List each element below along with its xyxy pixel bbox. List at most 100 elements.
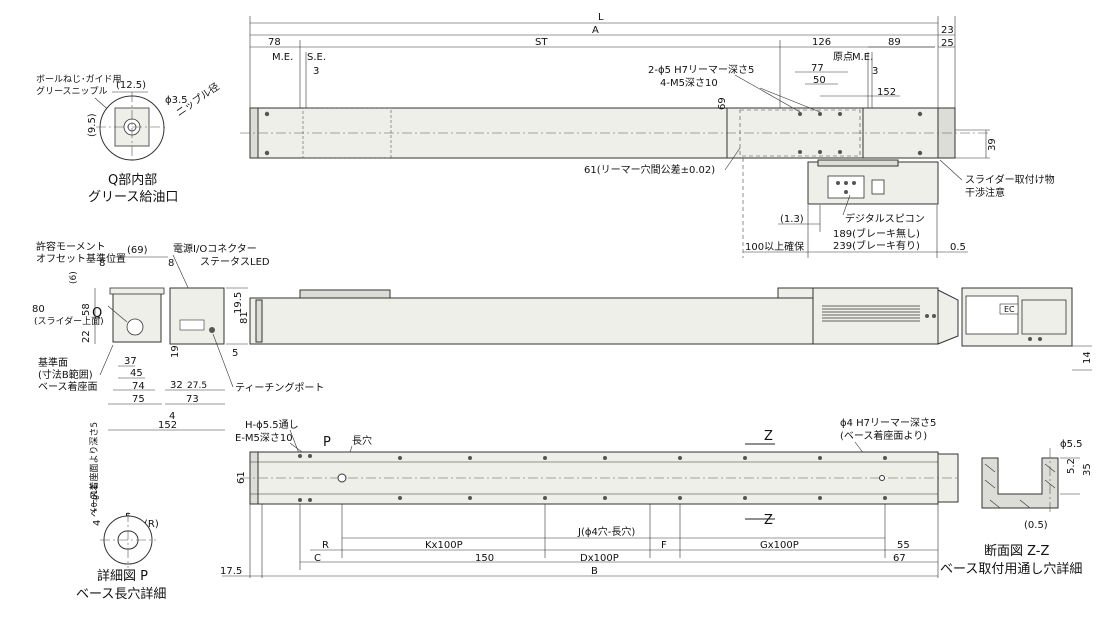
dim-50: 50 — [813, 75, 826, 86]
motor-end-profile — [169, 287, 225, 345]
label-power: 電源I/Oコネクター — [173, 242, 257, 255]
side-view: EC 14 — [249, 287, 1093, 371]
p-detail: 4 +0.012 0 ベース着座面より深さ5 5 (R) 詳細図 P ベース長穴… — [76, 422, 166, 602]
dim-8a: 8 — [99, 258, 105, 269]
p-title-2: ベース長穴詳細 — [76, 586, 166, 602]
dim-6: (6) — [69, 271, 79, 284]
dim-239: 239(ブレーキ有り) — [833, 239, 920, 252]
dim-89: 89 — [888, 37, 901, 48]
dim-27-5: 27.5 — [187, 381, 207, 391]
q-dim-12-5: (12.5) — [116, 80, 146, 91]
dim-5: 5 — [232, 348, 238, 359]
dim-23: 23 — [941, 25, 954, 36]
p-tol-zero: 0 — [92, 495, 101, 500]
note-reamer-b1: ϕ4 H7リーマー深さ5 — [840, 417, 936, 429]
note-reamer-b2: (ベース着座面より) — [840, 429, 927, 442]
p-tol-upper: +0.012 — [90, 484, 99, 514]
label-c: C — [314, 553, 321, 564]
dim-126: 126 — [812, 37, 831, 48]
q-title-1: Q部内部 — [108, 172, 157, 188]
bottom-view: H-ϕ5.5通し E-M5深さ10 P 長穴 Z Z ϕ4 H7リーマー深さ5 … — [220, 417, 960, 578]
dim-4: 4 — [169, 411, 175, 422]
dim-152b: 152 — [158, 420, 177, 431]
dim-189: 189(ブレーキ無し) — [833, 227, 920, 240]
note-slider-2: 干渉注意 — [965, 186, 1005, 199]
q-label-1: ボールねじ･ガイド用 — [36, 74, 122, 85]
p-dim-4: 4 — [92, 520, 103, 526]
dim-17-5: 17.5 — [220, 566, 242, 577]
dim-61b: 61 — [236, 471, 247, 484]
dim-22: 22 — [81, 330, 92, 343]
dim-0-5a: 0.5 — [950, 242, 966, 253]
note-digital: デジタルスピコン — [845, 212, 925, 225]
dim-L: L — [598, 12, 604, 23]
top-view: L A 23 25 78 ST 126 89 M.E. S.E. 3 原点 M.… — [240, 12, 1055, 258]
label-teach-port: ティーチングポート — [235, 381, 324, 394]
p-title-1: 詳細図 P — [97, 568, 148, 584]
dim-25: 25 — [941, 38, 954, 49]
dim-3b: 3 — [872, 66, 878, 77]
label-j: J(ϕ4穴-長穴) — [577, 525, 635, 538]
label-q: Q — [92, 306, 102, 321]
dim-19: 19 — [170, 345, 181, 358]
dim-55: 55 — [897, 540, 910, 551]
dim-74: 74 — [132, 381, 145, 392]
dim-77: 77 — [811, 63, 824, 74]
dim-45: 45 — [130, 368, 143, 379]
label-slider-top: (スライダー上面) — [34, 315, 104, 327]
q-title-2: グリース給油口 — [88, 190, 178, 205]
z-dim-0-5: (0.5) — [1024, 520, 1048, 531]
p-depth-note: ベース着座面より深さ5 — [88, 422, 100, 517]
ref-label-1: 基準面 — [38, 356, 68, 369]
note-reamer-pitch: 61(リーマー穴間公差±0.02) — [584, 163, 715, 176]
note-reamer: 2-ϕ5 H7リーマー深さ5 — [648, 64, 754, 76]
label-b: B — [591, 566, 598, 577]
dim-ST: ST — [535, 37, 548, 48]
label-h-holes: H-ϕ5.5通し — [245, 419, 299, 431]
dim-69b: (69) — [127, 245, 148, 256]
dim-A: A — [592, 25, 599, 36]
label-p: P — [323, 435, 331, 450]
dim-67: 67 — [893, 553, 906, 564]
label-f: F — [661, 540, 667, 551]
label-status-led: ステータスLED — [200, 256, 270, 268]
q-dim-9-5: (9.5) — [87, 113, 98, 137]
label-z-1: Z — [764, 429, 773, 444]
dim-81: 81 — [239, 311, 250, 324]
z-dim-5-5: ϕ5.5 — [1060, 439, 1083, 450]
base-seat-label: ベース着座面 — [38, 380, 98, 393]
dim-80: 80 — [32, 304, 45, 315]
z-section-profile — [981, 457, 1059, 509]
motor-side — [812, 287, 939, 345]
z-title-1: 断面図 Z-Z — [984, 544, 1050, 559]
dim-69a: 69 — [717, 97, 728, 110]
dim-152a: 152 — [877, 87, 896, 98]
digital-speed-controller — [827, 175, 865, 199]
dim-78: 78 — [268, 37, 281, 48]
dim-73: 73 — [186, 394, 199, 405]
z-dim-35: 35 — [1082, 463, 1093, 476]
note-tap: 4-M5深さ10 — [660, 77, 718, 89]
end-view: 許容モーメント オフセット基準位置 (69) 8 8 (6) 電源I/Oコネクタ… — [32, 240, 324, 431]
z-section: ϕ5.5 5.2 35 (0.5) 断面図 Z-Z ベース取付用通し穴詳細 — [940, 439, 1093, 577]
logo-ec: EC — [1004, 305, 1015, 314]
note-100-secure: 100以上確保 — [745, 240, 804, 253]
label-long-hole: 長穴 — [352, 434, 372, 447]
dim-32: 32 — [170, 380, 183, 391]
label-me-left: M.E. — [272, 52, 293, 63]
dim-19-5: 19.5 — [233, 292, 244, 314]
label-me-right: M.E. — [852, 52, 873, 63]
moment-label-2: オフセット基準位置 — [36, 252, 126, 265]
dim-1-3: (1.3) — [780, 214, 804, 225]
q-label-2: グリースニップル — [36, 85, 108, 97]
z-title-2: ベース取付用通し穴詳細 — [940, 561, 1082, 577]
dim-39: 39 — [987, 138, 998, 151]
label-dx: Dx100P — [580, 553, 619, 564]
dim-14: 14 — [1082, 351, 1093, 364]
dim-150: 150 — [475, 553, 494, 564]
z-dim-5-2: 5.2 — [1066, 458, 1077, 474]
label-r: R — [322, 540, 329, 551]
q-dim-3-5: ϕ3.5 — [165, 95, 188, 106]
q-detail: ボールねじ･ガイド用 グリースニップル (12.5) ϕ3.5 ニップル径 (9… — [36, 74, 222, 205]
dim-37: 37 — [124, 356, 137, 367]
